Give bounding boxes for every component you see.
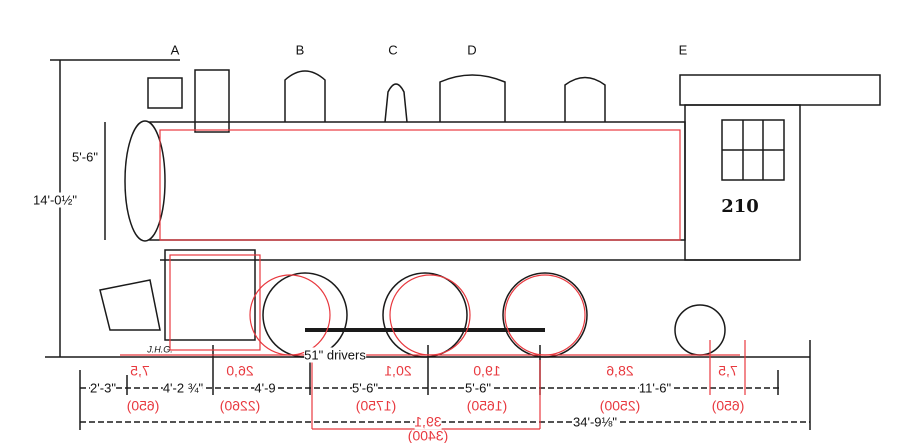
dome-d: [439, 74, 506, 122]
red-dim-r4: 19,0: [473, 362, 501, 379]
dim-d4: 5'-6": [352, 380, 378, 396]
label-d: D: [467, 42, 477, 58]
label-e: E: [678, 42, 688, 58]
sand-dome: [564, 76, 606, 122]
boiler: [149, 121, 686, 241]
overlay-wheel-3: [504, 274, 586, 356]
cab-number: 210: [721, 196, 759, 217]
dim-boiler-dia: 5'-6": [72, 149, 98, 165]
red-dim-r5: 28,6: [606, 362, 634, 379]
smokestack: [194, 69, 230, 133]
red-dim-r7mm: (3400): [407, 427, 449, 443]
red-dim-r6mm: (650): [711, 397, 745, 414]
driver-wheel-1: [262, 272, 348, 358]
cab-roof: [679, 74, 881, 106]
label-a: A: [170, 42, 180, 58]
red-dim-r2: 26,0: [226, 362, 254, 379]
dim-overall: 34'-9⅛": [573, 414, 617, 430]
smokebox-door: [124, 120, 166, 242]
red-dim-r1mm: (650): [126, 397, 160, 414]
red-dim-r4mm: (1650): [466, 397, 508, 414]
label-b: B: [295, 42, 305, 58]
black-locomotive: [45, 59, 881, 430]
driver-wheel-3: [502, 272, 588, 358]
dim-d5: 5'-6": [465, 380, 491, 396]
bell: [384, 83, 408, 123]
dim-d6: 11'-6": [638, 380, 672, 396]
red-dim-r3mm: (1750): [355, 397, 397, 414]
dim-d2: 4'-2 ¾": [162, 380, 204, 396]
label-c: C: [388, 42, 398, 58]
dome-b: [284, 70, 326, 122]
driver-wheel-2: [382, 272, 468, 358]
overlay-wheel-1: [249, 274, 331, 356]
headlight: [147, 77, 183, 109]
red-dim-r5mm: (2500): [599, 397, 641, 414]
cylinder: [164, 249, 256, 341]
dim-d1: 2'-3": [90, 380, 116, 396]
dim-height-total: 14'-0½": [33, 192, 77, 208]
trailing-wheel: [674, 304, 726, 356]
signature: J.H.G.: [147, 344, 173, 355]
pilot: [99, 279, 161, 331]
dim-d3: 4'-9: [254, 380, 276, 396]
red-overlay: [120, 129, 746, 430]
overlay-cylinder: [169, 254, 261, 351]
drivers-label: 51" drivers: [304, 347, 366, 363]
red-dim-r3: 20,1: [384, 362, 412, 379]
red-dim-r6: 7,5: [718, 362, 738, 379]
overlay-boiler: [159, 129, 681, 241]
red-dim-r2mm: (2260): [219, 397, 261, 414]
overlay-wheel-2: [389, 274, 471, 356]
red-dim-r1: 7,5: [130, 362, 150, 379]
